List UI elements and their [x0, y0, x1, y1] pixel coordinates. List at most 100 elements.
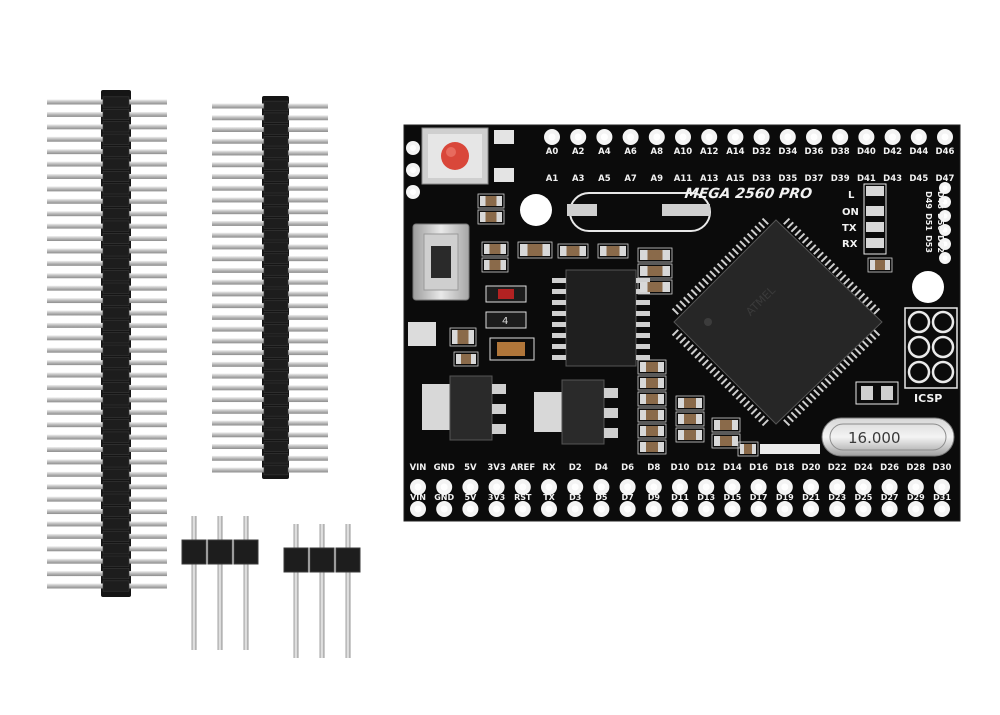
header-block	[102, 233, 130, 245]
pin-label: RX	[542, 463, 556, 473]
header-block	[102, 220, 130, 232]
pin-label: A9	[651, 174, 664, 184]
pin-label: D49	[924, 191, 933, 209]
diode-marked: 4	[485, 311, 527, 329]
pin-label: D19	[776, 493, 794, 502]
header-block	[102, 493, 130, 505]
header-block	[263, 276, 289, 288]
icsp-header: ICSP	[904, 307, 958, 405]
bottom-pin-pads	[410, 479, 950, 517]
header-block	[102, 133, 130, 145]
pin-label: 3V3	[487, 463, 505, 473]
led-tx-label: TX	[842, 223, 857, 234]
header-block	[102, 295, 130, 307]
crystal-label: 16.000	[848, 429, 901, 447]
header-block	[263, 406, 289, 417]
pin-label: D22	[828, 463, 847, 473]
header-block	[102, 208, 130, 220]
header-block	[102, 357, 130, 369]
pin-label: D36	[805, 147, 824, 157]
pin-label: D4	[595, 463, 608, 473]
header-block	[263, 136, 289, 147]
pin-label: D43	[883, 174, 902, 184]
header-pin	[293, 524, 299, 560]
header-block	[263, 194, 289, 206]
pin-label: A4	[598, 147, 611, 157]
header-block	[181, 539, 207, 565]
pin-label: A2	[572, 147, 585, 157]
pin-label: D18	[775, 463, 794, 473]
header-block	[263, 417, 289, 429]
header-pin	[217, 516, 223, 552]
header-block	[263, 159, 289, 170]
icsp-pad	[907, 360, 931, 384]
reset-button	[421, 127, 489, 185]
header-pin	[243, 516, 249, 552]
pin-label: D47	[936, 174, 955, 184]
pin-pad	[494, 168, 514, 182]
header-block	[102, 121, 130, 133]
pin-label: D11	[671, 493, 689, 502]
pin-label: D46	[936, 147, 955, 157]
pin-label: A6	[624, 147, 637, 157]
pin-label: D14	[723, 463, 742, 473]
pin-label: A14	[726, 147, 744, 157]
pin-label: D30	[933, 463, 952, 473]
header-pin	[345, 568, 351, 658]
pin-label: VIN	[410, 463, 427, 473]
pin-label: D48	[936, 191, 945, 209]
header-block	[102, 580, 130, 592]
pin-label: GND	[434, 493, 454, 502]
header-block	[102, 270, 130, 282]
pin-label: A10	[674, 147, 692, 157]
header-pin	[319, 524, 325, 560]
pin-label: D31	[933, 493, 951, 502]
header-block	[263, 347, 289, 358]
pin-label: A5	[598, 174, 611, 184]
pin-label: D12	[697, 463, 716, 473]
tantalum-capacitor	[489, 337, 535, 361]
header-block	[263, 441, 289, 452]
header-block	[102, 195, 130, 207]
pin-label: D7	[621, 493, 633, 502]
header-block	[263, 382, 289, 393]
header-block	[102, 319, 130, 331]
voltage-regulator-1	[422, 375, 506, 441]
icsp-label: ICSP	[914, 392, 942, 405]
header-block	[102, 530, 130, 542]
pin-label: D45	[909, 174, 928, 184]
pin-label: A13	[700, 174, 718, 184]
header-block	[263, 453, 289, 464]
header-pin	[243, 560, 249, 650]
pin-label: D34	[778, 147, 797, 157]
header-block	[233, 539, 259, 565]
diode-mark-text: 4	[502, 316, 508, 327]
pin-label: A8	[651, 147, 664, 157]
header-block	[309, 547, 335, 573]
pin-label: D25	[855, 493, 873, 502]
header-block	[263, 124, 289, 135]
icsp-pad	[907, 310, 931, 334]
led-rx-label: RX	[842, 239, 858, 250]
pin-label: D8	[647, 463, 660, 473]
crystal-16mhz: 16.000	[821, 417, 955, 457]
smd-components	[449, 193, 893, 457]
icsp-pad	[931, 310, 955, 334]
short-pin-header-2	[283, 524, 361, 658]
header-block	[263, 253, 289, 264]
header-block	[102, 468, 130, 480]
pin-label: D10	[671, 463, 690, 473]
header-block	[263, 370, 289, 382]
left-pin-pads	[406, 130, 514, 346]
header-block	[102, 332, 130, 344]
led-l-label: L	[848, 190, 855, 201]
header-pin	[217, 560, 223, 650]
header-block	[263, 312, 289, 323]
header-block	[263, 112, 289, 123]
pin-label: D2	[569, 463, 582, 473]
pin-label: 5V	[464, 463, 477, 473]
status-leds: ON TX RX	[842, 183, 887, 255]
